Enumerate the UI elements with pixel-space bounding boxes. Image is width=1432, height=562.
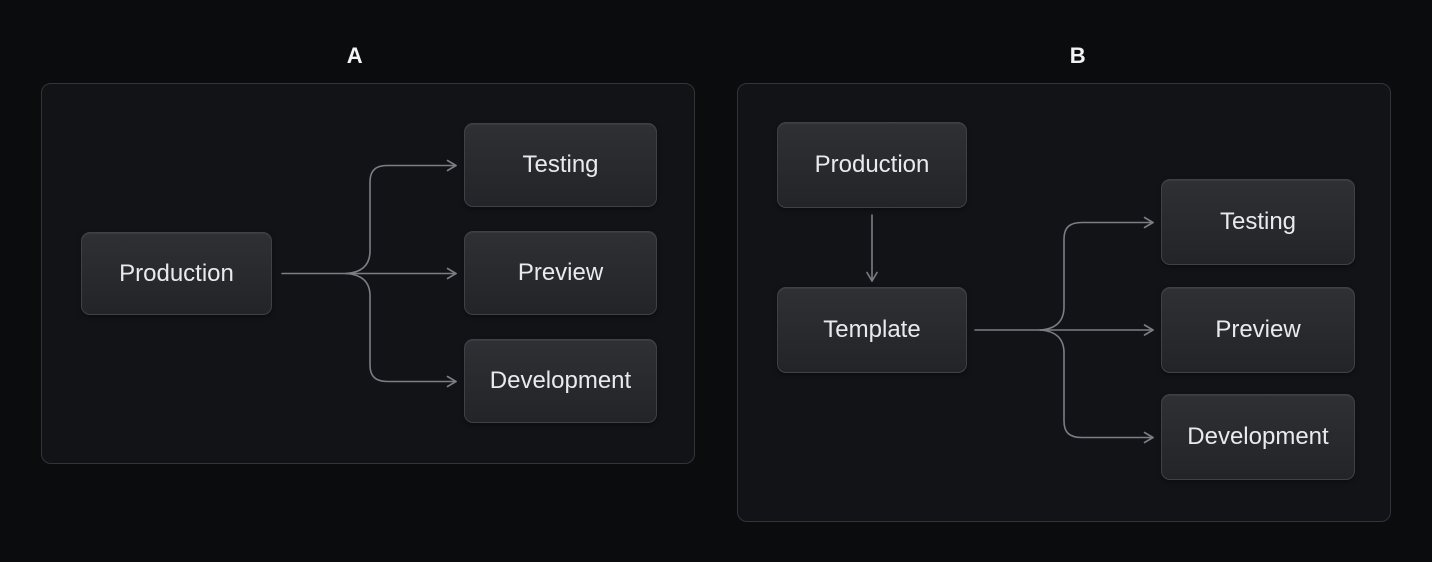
node-a-production: Production — [81, 232, 272, 315]
node-a-development: Development — [464, 339, 657, 423]
diagram-b-label: B — [1069, 43, 1087, 68]
node-b-template: Template — [777, 287, 967, 373]
node-b-testing: Testing — [1161, 179, 1355, 265]
node-a-preview: Preview — [464, 231, 657, 315]
node-a-testing: Testing — [464, 123, 657, 207]
node-b-development: Development — [1161, 394, 1355, 480]
diagram-a-label: A — [346, 43, 364, 68]
node-b-preview: Preview — [1161, 287, 1355, 373]
node-b-production: Production — [777, 122, 967, 208]
